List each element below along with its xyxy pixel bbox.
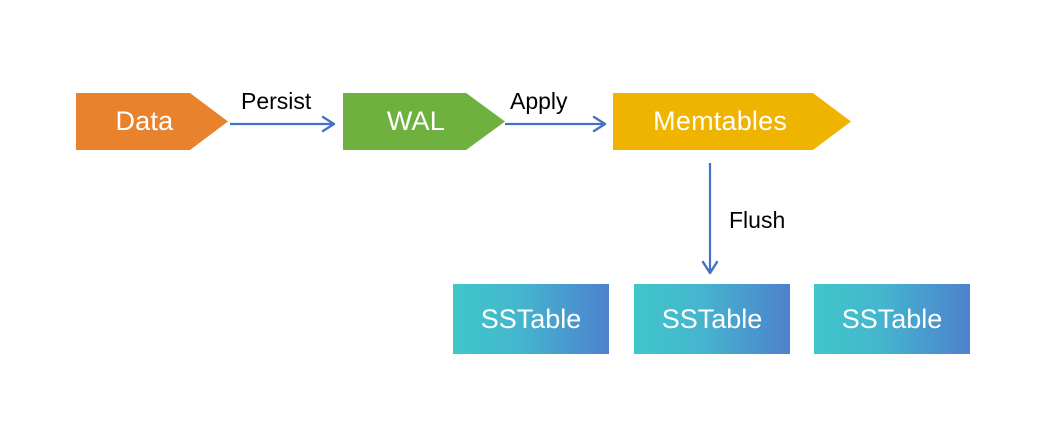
edge-label-persist: Persist: [241, 88, 312, 114]
node-memtables[interactable]: Memtables: [613, 93, 851, 150]
node-memtables-shape: [613, 93, 851, 150]
node-sstable-2-label: SSTable: [661, 303, 763, 334]
edge-label-flush: Flush: [729, 207, 786, 233]
node-wal-label: WAL: [386, 106, 445, 136]
node-wal[interactable]: WAL: [343, 93, 505, 150]
node-sstable-3[interactable]: SSTable: [814, 284, 970, 354]
edge-apply-arrow: [505, 115, 607, 133]
edge-flush-arrow: [701, 163, 719, 275]
node-data[interactable]: Data: [76, 93, 228, 150]
node-memtables-label: Memtables: [653, 106, 788, 136]
node-sstable-1[interactable]: SSTable: [453, 284, 609, 354]
node-sstable-1-label: SSTable: [480, 303, 582, 334]
edge-label-apply: Apply: [510, 88, 568, 114]
node-sstable-3-label: SSTable: [841, 303, 943, 334]
node-data-label: Data: [115, 106, 174, 136]
node-wal-shape: [343, 93, 505, 150]
node-sstable-2[interactable]: SSTable: [634, 284, 790, 354]
edge-persist-arrow: [230, 115, 336, 133]
